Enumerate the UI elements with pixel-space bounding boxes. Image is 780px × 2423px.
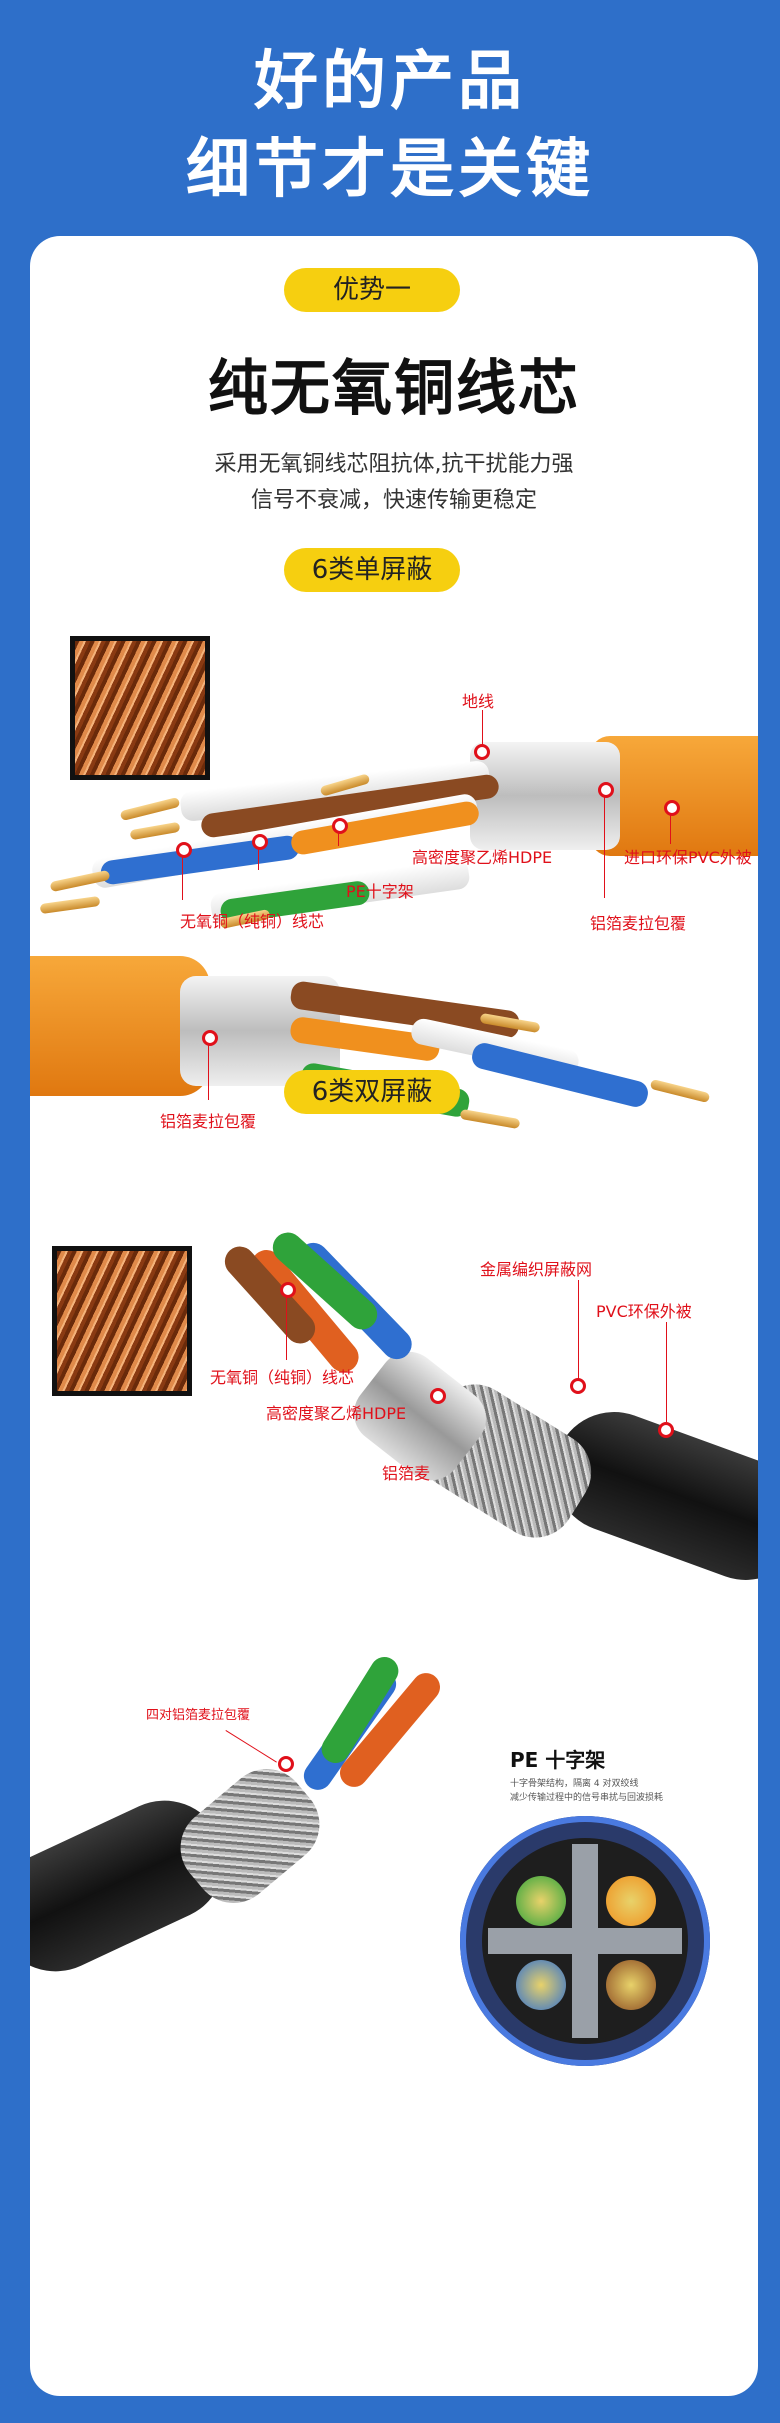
label-hdpe-2: 高密度聚乙烯HDPE xyxy=(266,1404,407,1423)
section-title: 纯无氧铜线芯 xyxy=(208,354,580,424)
pe-cross-desc-2: 减少传输过程中的信号串扰与回波损耗 xyxy=(510,1793,664,1803)
single-shield-badge: 6类单屏蔽 xyxy=(284,548,460,592)
label-copper-core-2: 无氧铜（纯铜）线芯 xyxy=(210,1368,355,1387)
marker-dot xyxy=(278,1756,294,1772)
leader-line xyxy=(666,1322,667,1422)
label-pe-cross: PE十字架 xyxy=(346,882,414,901)
marker-dot xyxy=(252,834,268,850)
label-foil-partial: 铝箔麦 xyxy=(382,1464,431,1483)
advantage-badge: 优势一 xyxy=(284,268,460,312)
marker-dot xyxy=(664,800,680,816)
hero-title-line2: 细节才是关键 xyxy=(186,133,594,207)
marker-dot xyxy=(332,818,348,834)
leader-line xyxy=(578,1280,579,1380)
label-hdpe: 高密度聚乙烯HDPE xyxy=(412,848,553,867)
label-foil-wrap: 铝箔麦拉包覆 xyxy=(590,914,687,933)
leader-line xyxy=(182,856,183,900)
hero: 好的产品 细节才是关键 xyxy=(0,0,780,230)
pe-cross-desc-1: 十字骨架结构，隔离 4 对双绞线 xyxy=(510,1779,639,1789)
single-shield-cable-image-1 xyxy=(30,676,758,976)
label-braid-shield: 金属编织屏蔽网 xyxy=(480,1260,593,1279)
marker-dot xyxy=(176,842,192,858)
leader-line xyxy=(338,832,339,846)
marker-dot xyxy=(658,1422,674,1438)
copper-core-thumbnail-2 xyxy=(52,1246,192,1396)
label-copper-core: 无氧铜（纯铜）线芯 xyxy=(180,912,325,931)
leader-line xyxy=(604,796,605,898)
marker-dot xyxy=(202,1030,218,1046)
marker-dot xyxy=(430,1388,446,1404)
copper-core-thumbnail xyxy=(70,636,210,780)
section-subtitle-1: 采用无氧铜线芯阻抗体,抗干扰能力强 xyxy=(214,452,574,477)
pe-cross-section-diagram xyxy=(460,1816,710,2066)
single-shield-cable-image-2 xyxy=(30,936,758,1166)
leader-line xyxy=(208,1044,209,1100)
label-pvc-jacket: 进口环保PVC外被 xyxy=(624,848,752,867)
label-foil-wrap-2: 铝箔麦拉包覆 xyxy=(160,1112,257,1131)
label-pvc-jacket-2: PVC环保外被 xyxy=(596,1302,692,1321)
leader-line xyxy=(482,710,483,746)
label-ground-wire: 地线 xyxy=(462,692,495,711)
pe-cross-title: PE 十字架 xyxy=(510,1748,606,1772)
double-shield-badge: 6类双屏蔽 xyxy=(284,1070,460,1114)
marker-dot xyxy=(570,1378,586,1394)
marker-dot xyxy=(598,782,614,798)
content-card: 优势一 纯无氧铜线芯 采用无氧铜线芯阻抗体,抗干扰能力强 信号不衰减，快速传输更… xyxy=(30,236,758,2396)
label-four-pair-foil: 四对铝箔麦拉包覆 xyxy=(146,1708,251,1723)
marker-dot xyxy=(474,744,490,760)
hero-title-line1: 好的产品 xyxy=(254,45,526,119)
leader-line xyxy=(258,848,259,870)
shielded-pairs-cable-image xyxy=(30,1651,490,1992)
marker-dot xyxy=(280,1282,296,1298)
section-subtitle-2: 信号不衰减，快速传输更稳定 xyxy=(250,488,537,513)
leader-line xyxy=(670,814,671,844)
leader-line xyxy=(286,1296,287,1360)
